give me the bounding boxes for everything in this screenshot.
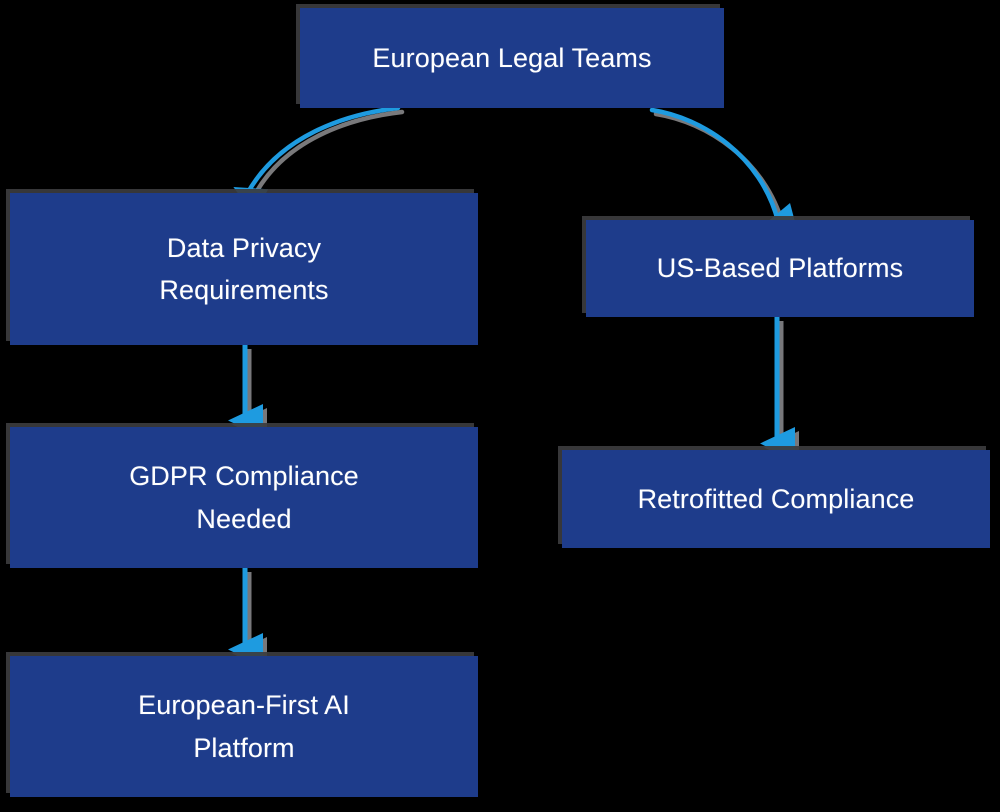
node-us-based-platforms[interactable]: US-Based Platforms [586, 220, 974, 317]
node-label: Retrofitted Compliance [637, 483, 915, 514]
node-label: European-First AI Platform [138, 690, 350, 763]
node-gdpr-compliance-needed[interactable]: GDPR Compliance Needed [10, 427, 478, 568]
node-european-legal-teams[interactable]: European Legal Teams [300, 8, 724, 108]
node-label: Data Privacy Requirements [159, 232, 329, 305]
node-label: European Legal Teams [372, 42, 652, 73]
node-retrofitted-compliance[interactable]: Retrofitted Compliance [562, 450, 990, 548]
node-label: US-Based Platforms [656, 253, 904, 284]
edge-root-to-usplatforms [649, 107, 798, 232]
node-label: GDPR Compliance Needed [129, 461, 359, 534]
node-data-privacy-requirements[interactable]: Data Privacy Requirements [10, 193, 478, 345]
node-european-first-ai-platform[interactable]: European-First AI Platform [10, 656, 478, 797]
edge-root-to-privacy [233, 105, 401, 216]
